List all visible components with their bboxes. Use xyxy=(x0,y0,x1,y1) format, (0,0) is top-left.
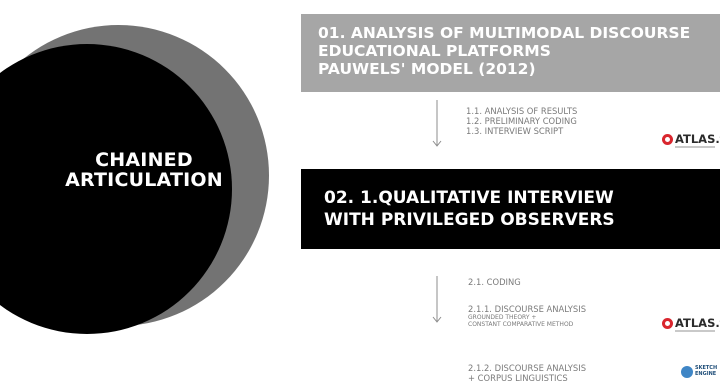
coding-label: 2.1. CODING xyxy=(468,277,521,287)
inner-circle xyxy=(0,44,232,334)
arrow-down-icon xyxy=(432,100,442,148)
sub-1-detail-line-1: GROUNDED THEORY + xyxy=(468,314,537,321)
step-02-title-line-2: WITH PRIVILEGED OBSERVERS xyxy=(324,210,615,230)
atlas-ti-icon xyxy=(662,318,673,329)
step-01-items: 1.1. ANALYSIS OF RESULTS 1.2. PRELIMINAR… xyxy=(466,106,577,136)
circle-title-line-2: ARTICULATION xyxy=(65,169,223,191)
step-01-item: 1.3. INTERVIEW SCRIPT xyxy=(466,126,564,136)
sketch-engine-wordmark: SKETCH ENGINE xyxy=(695,365,718,377)
step-02-title: 02. 1.QUALITATIVE INTERVIEW WITH PRIVILE… xyxy=(324,187,615,231)
step-01-banner: 01. ANALYSIS OF MULTIMODAL DISCOURSE EDU… xyxy=(301,14,720,92)
arrow-down-icon xyxy=(432,276,442,324)
step-02-sub-2: 2.1.2. DISCOURSE ANALYSIS + CORPUS LINGU… xyxy=(468,363,586,383)
step-01-title: 01. ANALYSIS OF MULTIMODAL DISCOURSE EDU… xyxy=(318,24,690,78)
step-01-item: 1.2. PRELIMINARY CODING xyxy=(466,116,577,126)
sub-2-title-line-2: + CORPUS LINGUISTICS xyxy=(468,373,568,383)
atlas-ti-wordmark: ATLAS.ti xyxy=(675,132,720,146)
sub-1-detail-line-2: CONSTANT COMPARATIVE METHOD xyxy=(468,321,574,328)
circle-title-line-1: CHAINED xyxy=(95,149,193,171)
sketch-engine-icon xyxy=(681,366,693,378)
step-02-title-line-1: 02. 1.QUALITATIVE INTERVIEW xyxy=(324,188,614,208)
step-02-banner: 02. 1.QUALITATIVE INTERVIEW WITH PRIVILE… xyxy=(301,169,720,249)
sub-2-title-line-1: 2.1.2. DISCOURSE ANALYSIS xyxy=(468,363,587,373)
step-01-title-line-1: 01. ANALYSIS OF MULTIMODAL DISCOURSE xyxy=(318,24,691,42)
sub-1-title: 2.1.1. DISCOURSE ANALYSIS xyxy=(468,304,587,314)
step-01-title-line-3: PAUWELS' MODEL (2012) xyxy=(318,60,536,78)
step-02-coding: 2.1. CODING xyxy=(468,277,521,287)
atlas-ti-icon xyxy=(662,134,673,145)
step-01-item: 1.1. ANALYSIS OF RESULTS xyxy=(466,106,578,116)
atlas-ti-wordmark: ATLAS.ti xyxy=(675,316,720,330)
circle-title: CHAINED ARTICULATION xyxy=(44,150,244,190)
step-01-title-line-2: EDUCATIONAL PLATFORMS xyxy=(318,42,551,60)
step-02-sub-1: 2.1.1. DISCOURSE ANALYSIS GROUNDED THEOR… xyxy=(468,304,586,328)
